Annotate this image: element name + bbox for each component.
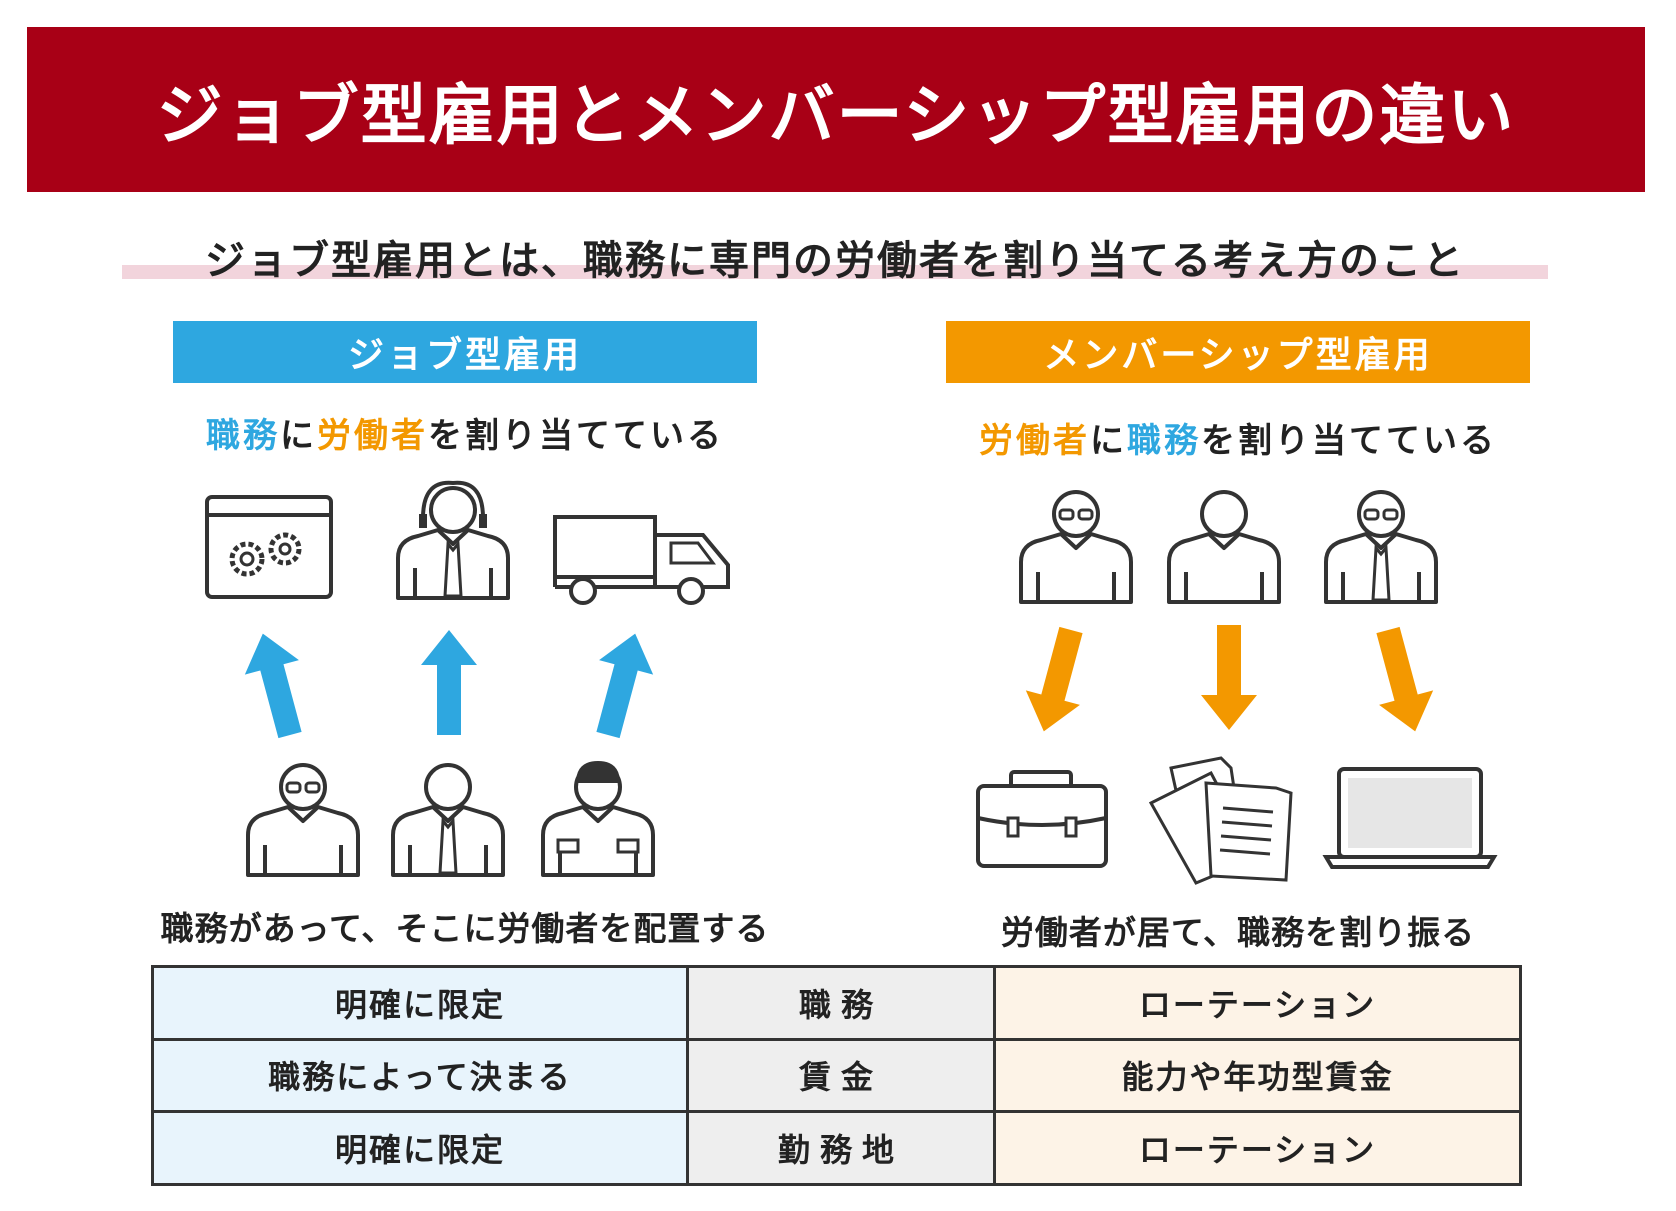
up-arrow-icon (235, 626, 318, 743)
title: ジョブ型雇用とメンバーシップ型雇用の違い (156, 76, 1516, 154)
subtitle-block: ジョブ型雇用とは、職務に専門の労働者を割り当てる考え方のこと (122, 228, 1548, 284)
comparison-table: 明確に限定職務ローテーション 職務によって決まる賃金能力や年功型賃金 明確に限定… (151, 965, 1522, 1186)
job-arrows (235, 622, 1443, 743)
up-arrow-icon (421, 630, 477, 735)
membership-description: 労働者に職務を割り当てている (918, 413, 1558, 462)
documents-icon (1148, 756, 1293, 885)
particle: に (1090, 421, 1127, 461)
membership-cell: 能力や年功型賃金 (993, 1037, 1522, 1114)
job-cell: 明確に限定 (151, 1110, 689, 1186)
title-banner: ジョブ型雇用とメンバーシップ型雇用の違い (27, 27, 1645, 192)
briefcase-icon (976, 770, 1108, 868)
laptop-icon (1322, 767, 1498, 869)
worker-word: 労働者 (979, 421, 1090, 461)
job-cell: 職務によって決まる (151, 1037, 689, 1114)
rest-text: を割り当てている (428, 416, 724, 456)
operator-headset-icon (396, 480, 510, 600)
down-arrow-icon (1016, 622, 1099, 739)
worker-glasses-icon (1019, 490, 1133, 604)
subtitle-highlight (122, 265, 1548, 279)
item-cell: 職務 (686, 965, 996, 1041)
table-row: 明確に限定勤務地ローテーション (151, 1110, 1522, 1186)
job-cell: 明確に限定 (151, 965, 689, 1041)
duty-word: 職務 (1127, 421, 1201, 461)
item-cell: 勤務地 (686, 1110, 996, 1186)
worker-word: 労働者 (317, 416, 428, 456)
table-row: 職務によって決まる賃金能力や年功型賃金 (151, 1037, 1522, 1114)
job-header: ジョブ型雇用 (173, 321, 757, 383)
particle: に (280, 416, 317, 456)
membership-caption: 労働者が居て、職務を割り振る (1000, 913, 1476, 952)
gear-window-icon (205, 495, 333, 599)
membership-cell: ローテーション (993, 1110, 1522, 1186)
subtitle: ジョブ型雇用とは、職務に専門の労働者を割り当てる考え方のこと (205, 238, 1465, 284)
item-cell: 賃金 (686, 1037, 996, 1114)
job-description: 職務に労働者を割り当てている (145, 408, 785, 457)
worker-tie-icon (391, 763, 505, 877)
down-arrow-icon (1201, 625, 1257, 730)
up-arrow-icon (580, 626, 663, 743)
duty-word: 職務 (206, 416, 280, 456)
worker-cap-icon (541, 761, 655, 877)
membership-header: メンバーシップ型雇用 (946, 321, 1530, 383)
membership-cell: ローテーション (993, 965, 1522, 1041)
truck-icon (553, 515, 730, 605)
worker-icon (1167, 490, 1281, 604)
job-caption: 職務があって、そこに労働者を配置する (160, 909, 770, 948)
rest-text: を割り当てている (1201, 421, 1497, 461)
down-arrow-icon (1360, 622, 1443, 739)
table-row: 明確に限定職務ローテーション (151, 965, 1522, 1041)
worker-glasses-icon (246, 763, 360, 877)
worker-glasses-tie-icon (1324, 490, 1438, 604)
